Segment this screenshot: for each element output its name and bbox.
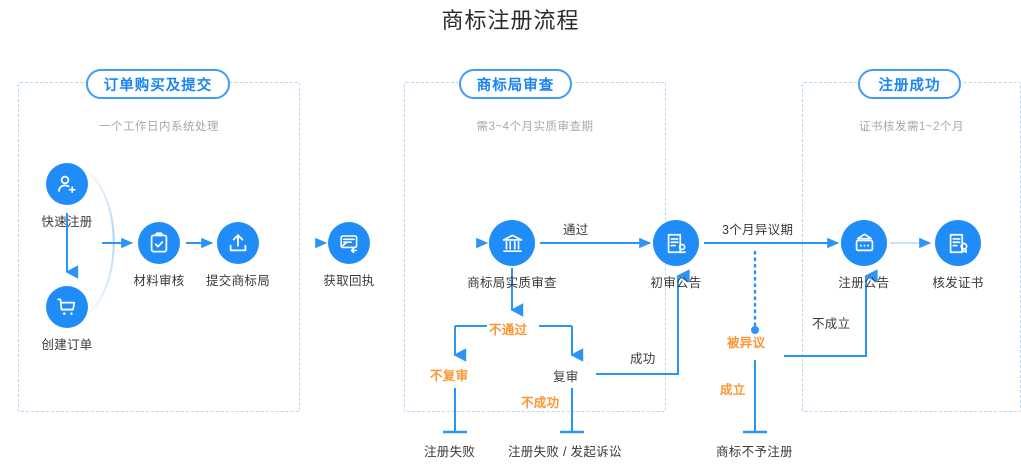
billboard-icon: [841, 220, 887, 266]
node-label: 初审公告: [650, 276, 702, 290]
node-get-receipt[interactable]: 获取回执: [323, 222, 374, 288]
institution-icon: [489, 220, 535, 266]
edge-label-opposed: 被异议: [727, 336, 766, 350]
node-quick-register[interactable]: 快速注册: [41, 163, 92, 229]
node-issue-certificate[interactable]: 核发证书: [932, 220, 983, 290]
edge-label-opposition-valid: 成立: [720, 383, 746, 397]
edge-label-no-review: 不复审: [430, 369, 469, 383]
node-material-review[interactable]: 材料审核: [133, 222, 184, 288]
node-label: 快速注册: [41, 215, 93, 229]
node-label: 核发证书: [932, 276, 984, 290]
edge-label-review-fail: 不成功: [521, 396, 560, 410]
node-label: 获取回执: [323, 274, 375, 288]
phase-subtitle-review: 需3~4个月实质审查期: [476, 121, 594, 133]
edge-label-review-success: 成功: [630, 352, 656, 366]
upload-icon: [217, 222, 259, 264]
node-registration-announcement[interactable]: 注册公告: [838, 220, 889, 290]
edge-label-review: 复审: [553, 370, 579, 384]
user-plus-icon: [46, 163, 88, 205]
node-create-order[interactable]: 创建订单: [41, 286, 92, 352]
node-submit-to-bureau[interactable]: 提交商标局: [206, 222, 270, 288]
phase-subtitle-order: 一个工作日内系统处理: [99, 121, 219, 133]
node-label: 创建订单: [41, 338, 93, 352]
edge-label-pass: 通过: [563, 223, 589, 237]
phase-badge-review[interactable]: 商标局审查: [459, 69, 572, 99]
terminal-registration-failed: 注册失败: [424, 445, 476, 459]
edge-label-not-pass: 不通过: [489, 323, 528, 337]
certificate-icon: [935, 220, 981, 266]
document-seal-icon: [653, 220, 699, 266]
page-title: 商标注册流程: [441, 8, 580, 33]
terminal-trademark-not-registered: 商标不予注册: [716, 445, 793, 459]
shopping-cart-icon: [46, 286, 88, 328]
node-label: 材料审核: [133, 274, 185, 288]
node-label: 商标局实质审查: [467, 276, 557, 290]
node-preliminary-announcement[interactable]: 初审公告: [650, 220, 701, 290]
clipboard-check-icon: [138, 222, 180, 264]
phase-subtitle-success: 证书核发需1~2个月: [858, 121, 964, 133]
edge-label-opposition-period: 3个月异议期: [722, 223, 794, 237]
terminal-registration-failed-or-sue: 注册失败 / 发起诉讼: [508, 445, 622, 459]
receipt-mail-icon: [328, 222, 370, 264]
node-label: 注册公告: [838, 276, 890, 290]
node-label: 提交商标局: [205, 274, 271, 288]
phase-badge-success[interactable]: 注册成功: [858, 69, 961, 99]
phase-badge-order[interactable]: 订单购买及提交: [86, 69, 230, 99]
node-substantive-examination[interactable]: 商标局实质审查: [467, 220, 557, 290]
edge-label-opposition-invalid: 不成立: [812, 317, 851, 331]
